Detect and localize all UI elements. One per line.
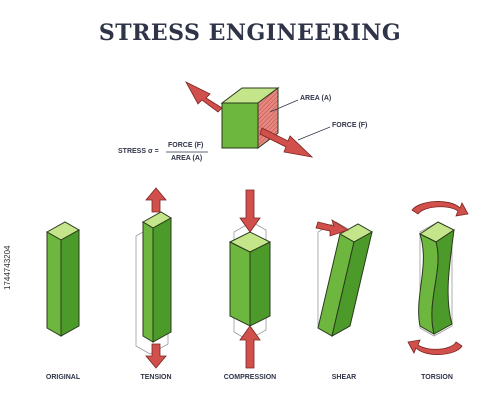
force-arrow-left <box>185 81 223 113</box>
caption-original: ORIGINAL <box>45 374 81 381</box>
force-leader-line <box>297 126 331 141</box>
formula-denominator: AREA (A) <box>171 155 203 162</box>
caption-torsion: TORSION <box>421 374 453 381</box>
tension-arrow-down <box>145 343 167 369</box>
compression-arrow-up <box>239 325 261 369</box>
area-leader-line <box>269 99 299 113</box>
caption-shear: SHEAR <box>331 374 357 381</box>
shear-arrow-right <box>315 219 349 237</box>
torsion-arrow-top <box>411 201 469 217</box>
torsion-arrow-bottom <box>407 339 463 355</box>
bar-tension <box>135 187 172 369</box>
force-callout-label: FORCE (F) <box>332 122 368 129</box>
force-arrow-right <box>259 127 314 158</box>
stock-id-text: 1744743204 <box>3 245 12 291</box>
tension-arrow-up <box>145 187 167 213</box>
area-callout-label: AREA (A) <box>300 95 332 102</box>
page-title: STRESS ENGINEERING <box>98 20 402 46</box>
bar-shear <box>315 219 374 337</box>
caption-compression: COMPRESSION <box>223 374 277 381</box>
bar-torsion <box>407 201 469 355</box>
bar-compression <box>228 189 272 369</box>
caption-tension: TENSION <box>140 374 172 381</box>
cube-front-face <box>221 102 259 149</box>
formula-numerator: FORCE (F) <box>168 142 204 149</box>
bar-original <box>45 221 81 337</box>
compression-arrow-down <box>239 189 261 233</box>
formula-lhs: STRESS σ = <box>118 148 159 155</box>
